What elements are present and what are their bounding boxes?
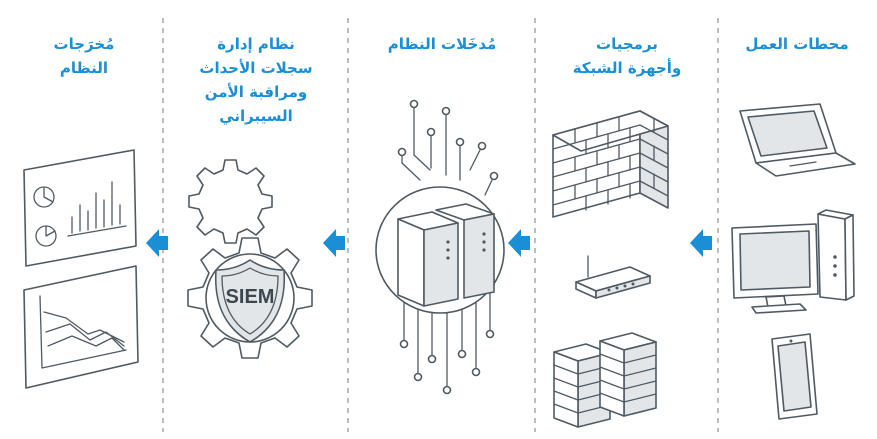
router-icon bbox=[575, 255, 651, 299]
title-line: السيبراني bbox=[219, 107, 293, 125]
circuit-lines-icon bbox=[397, 99, 499, 395]
title-line: وأجهزة الشبكة bbox=[572, 59, 682, 77]
line-graph-icon bbox=[23, 265, 139, 389]
flow-arrow-icon bbox=[508, 229, 530, 257]
server-tower-icon bbox=[397, 203, 495, 307]
flow-arrow-icon bbox=[690, 229, 712, 257]
column-title-workstations: محطات العمل bbox=[722, 32, 872, 56]
title-line: محطات العمل bbox=[745, 35, 849, 53]
column-title-network: برمجيات وأجهزة الشبكة bbox=[538, 32, 716, 80]
column-title-outputs: مُخرَجات النظام bbox=[8, 32, 160, 80]
column-title-inputs: مُدخَلات النظام bbox=[352, 32, 532, 56]
title-line: مُدخَلات النظام bbox=[387, 35, 497, 53]
desktop-computer-icon bbox=[731, 209, 855, 314]
siem-badge-label: SIEM bbox=[225, 286, 275, 308]
small-gear-icon bbox=[188, 159, 273, 244]
title-line: النظام bbox=[59, 59, 109, 77]
title-line: نظام إدارة bbox=[217, 35, 295, 53]
title-line: برمجيات bbox=[596, 35, 658, 53]
title-line: ومراقبة الأمن bbox=[204, 83, 308, 101]
firewall-icon bbox=[552, 110, 669, 218]
tablet-icon bbox=[771, 333, 818, 420]
laptop-icon bbox=[739, 103, 856, 177]
title-line: سجلات الأحداث bbox=[199, 59, 313, 77]
flow-arrow-icon bbox=[146, 229, 168, 257]
column-title-siem: نظام إدارة سجلات الأحداث ومراقبة الأمن ا… bbox=[166, 32, 346, 128]
dashboard-charts-icon bbox=[23, 149, 137, 267]
shield-icon bbox=[214, 259, 286, 343]
title-line: مُخرَجات bbox=[53, 35, 115, 53]
server-rack-icon bbox=[553, 332, 657, 428]
flow-arrow-icon bbox=[323, 229, 345, 257]
